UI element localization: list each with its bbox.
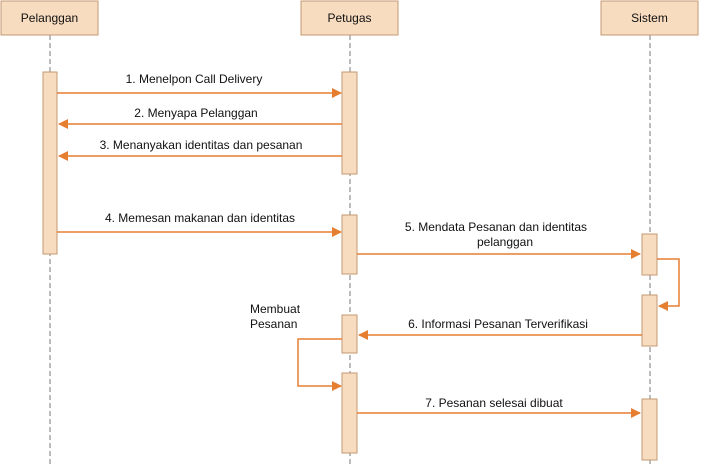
self-message-petugas-label-line2: Pesanan: [250, 317, 297, 331]
actor-sistem: Sistem: [600, 0, 699, 36]
self-message-sistem-arrow: [657, 258, 680, 311]
activation-pelanggan: [42, 71, 58, 255]
actor-pelanggan: Pelanggan: [0, 0, 99, 36]
actor-label-pelanggan: Pelanggan: [21, 11, 78, 25]
message-6-label: 6. Informasi Pesanan Terverifikasi: [408, 317, 588, 331]
self-message-petugas-arrow: [297, 338, 342, 391]
activation-sistem-3: [641, 398, 658, 461]
activation-sistem-2: [641, 294, 658, 347]
activation-sistem-1: [641, 233, 658, 276]
message-2-label: 2. Menyapa Pelanggan: [134, 106, 257, 120]
message-5-label-line2: pelanggan: [477, 235, 533, 249]
message-5-label-line1: 5. Mendata Pesanan dan identitas: [405, 220, 587, 234]
activation-petugas-4: [341, 372, 358, 454]
actor-box-sistem: [600, 0, 699, 36]
message-4-label: 4. Memesan makanan dan identitas: [105, 211, 295, 225]
actor-label-petugas: Petugas: [327, 11, 371, 25]
message-7-label: 7. Pesanan selesai dibuat: [425, 396, 563, 410]
actor-box-pelanggan: [0, 0, 99, 36]
activation-petugas-1: [341, 71, 358, 175]
activation-petugas-3: [341, 314, 358, 354]
actor-petugas: Petugas: [300, 0, 399, 36]
actor-label-sistem: Sistem: [631, 11, 668, 25]
actor-box-petugas: [300, 0, 399, 36]
message-1-label: 1. Menelpon Call Delivery: [126, 72, 263, 86]
message-3-label: 3. Menanyakan identitas dan pesanan: [100, 138, 303, 152]
activation-petugas-2: [341, 214, 358, 275]
self-message-petugas-label-line1: Membuat: [250, 302, 301, 316]
